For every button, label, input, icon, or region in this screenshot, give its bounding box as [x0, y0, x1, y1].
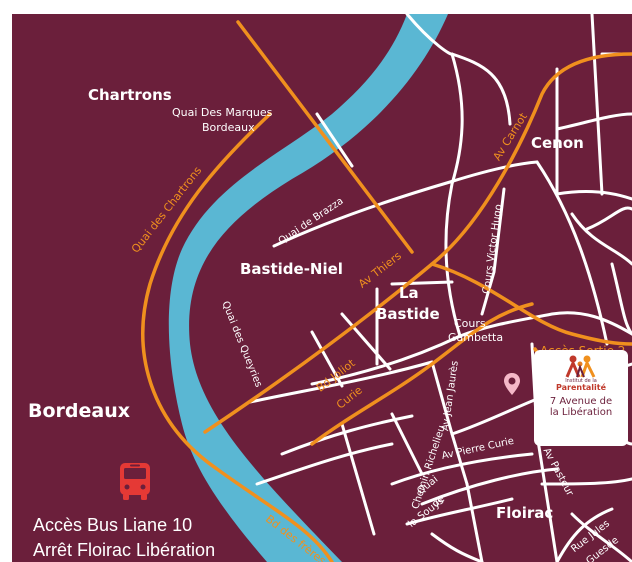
bus-access-line: Accès Bus Liane 10 — [33, 515, 193, 535]
district-bordeaux: Bordeaux — [28, 400, 130, 422]
street-cours-gambetta-1: Cours — [454, 317, 486, 330]
street-cours-gambetta-2: Gambetta — [448, 331, 504, 344]
bus-icon — [120, 463, 150, 500]
bus-stop-line: Arrêt Floirac Libération — [33, 540, 216, 560]
address-line-2: la Libération — [549, 407, 613, 419]
location-pin-icon[interactable] — [503, 372, 521, 396]
destination-info-box[interactable]: Institut de la Parentalité 7 Avenue de l… — [534, 350, 628, 446]
street-quai-marques-2: Bordeaux — [202, 121, 255, 134]
district-bastide-niel: Bastide-Niel — [240, 260, 343, 278]
brand-prefix: Institut de la — [565, 378, 597, 384]
streets — [248, 14, 632, 562]
main-roads — [141, 20, 632, 562]
family-logo-icon — [565, 355, 596, 378]
brand-name: Parentalité — [555, 383, 607, 392]
street-quai-marques-1: Quai Des Marques — [172, 106, 273, 119]
destination-address: 7 Avenue de la Libération — [537, 396, 625, 419]
district-floirac: Floirac — [496, 504, 554, 522]
address-line-1: 7 Avenue de — [549, 395, 613, 407]
map-graphics — [141, 14, 632, 562]
district-cenon: Cenon — [531, 134, 584, 152]
map[interactable]: Chartrons Quai Des Marques Bordeaux Ceno… — [12, 14, 632, 562]
district-la: La — [399, 284, 419, 302]
district-chartrons: Chartrons — [88, 86, 172, 104]
district-bastide: Bastide — [376, 305, 440, 323]
